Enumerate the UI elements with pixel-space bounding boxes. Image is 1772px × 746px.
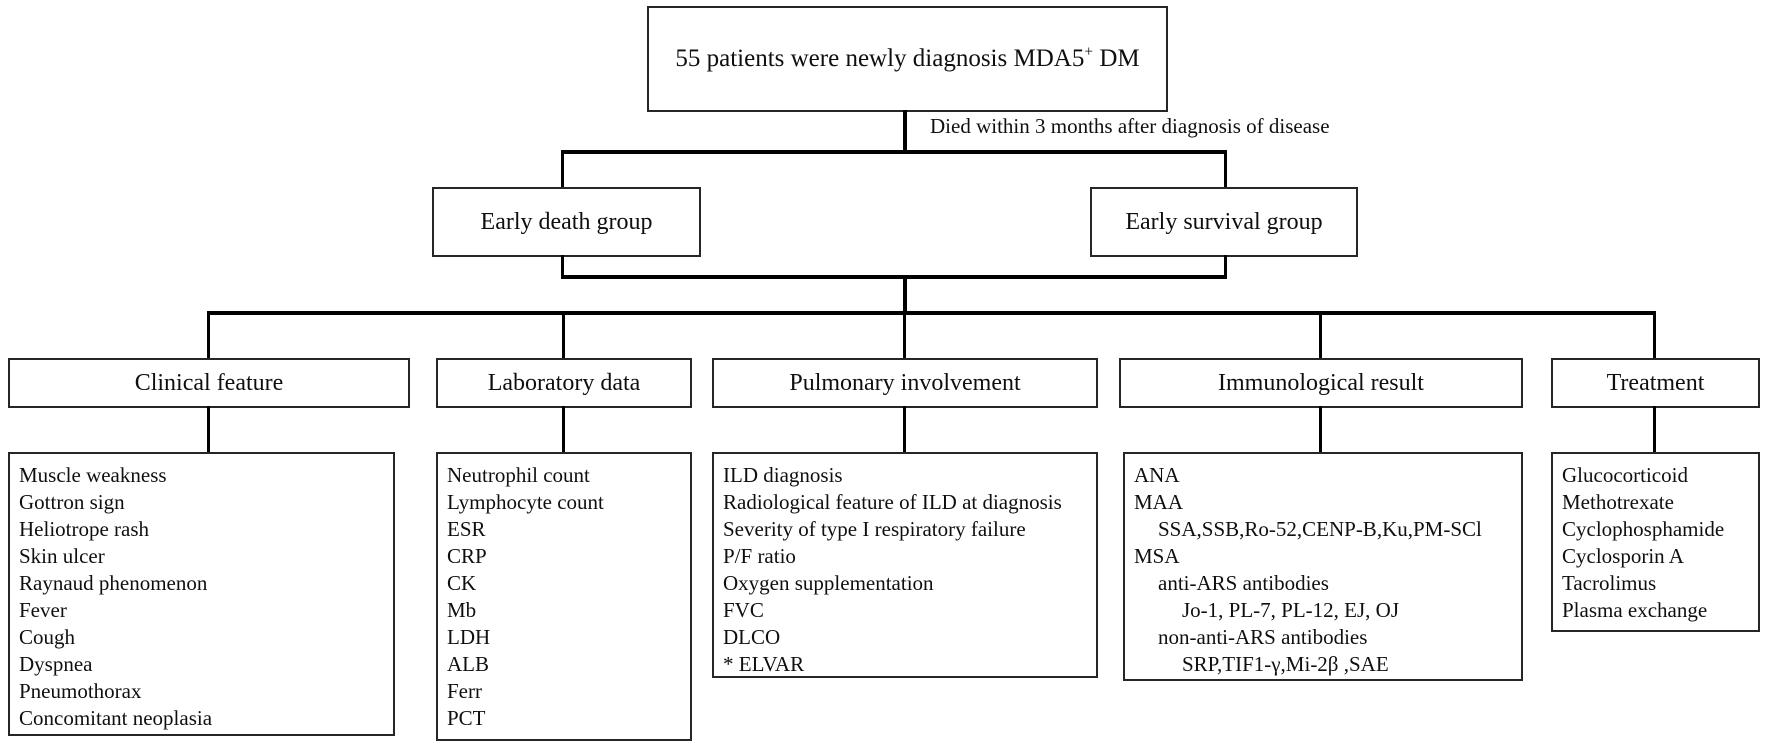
list-item: Lymphocyte count	[447, 490, 604, 514]
group-node-early-survival: Early survival group	[1090, 187, 1358, 257]
connector-center-stem	[903, 277, 907, 315]
connector-list-drop-immunological	[1319, 406, 1322, 454]
list-item: Skin ulcer	[19, 544, 105, 568]
connector-list-drop-laboratory	[562, 406, 565, 454]
list-item: Concomitant neoplasia	[19, 706, 213, 730]
list-item: non-anti-ARS antibodies	[1158, 625, 1368, 649]
list-item: ALB	[447, 652, 489, 676]
list-item: PCT	[447, 706, 486, 730]
list-item: MAA	[1134, 490, 1184, 514]
root-node: 55 patients were newly diagnosis MDA5+ D…	[647, 6, 1168, 112]
list-item: Plasma exchange	[1562, 598, 1708, 622]
category-node-pulmonary-involvement: Pulmonary involvement	[712, 358, 1098, 408]
list-item: Mb	[447, 598, 477, 622]
list-item: MSA	[1134, 544, 1180, 568]
category-node-treatment: Treatment	[1551, 358, 1760, 408]
list-item: Neutrophil count	[447, 463, 590, 487]
list-item: Cyclosporin A	[1562, 544, 1684, 568]
list-item: Tacrolimus	[1562, 571, 1657, 595]
list-item: LDH	[447, 625, 491, 649]
root-title: 55 patients were newly diagnosis MDA5+ D…	[675, 43, 1140, 72]
list-item: Raynaud phenomenon	[19, 571, 208, 595]
connector-category-drop-clinical	[207, 313, 210, 360]
connector-groups-bottom-bar	[561, 275, 1227, 279]
connector-root-stem	[903, 110, 907, 154]
category-label: Immunological result	[1218, 369, 1424, 396]
connector-early-death-drop	[561, 152, 564, 189]
connector-list-drop-clinical	[207, 406, 210, 454]
connector-category-drop-pulmonary	[903, 313, 906, 360]
category-node-laboratory-data: Laboratory data	[436, 358, 692, 408]
list-item: Muscle weakness	[19, 463, 167, 487]
list-item: Cough	[19, 625, 76, 649]
connector-category-drop-laboratory	[562, 313, 565, 360]
connector-list-drop-treatment	[1653, 406, 1656, 454]
list-item: Heliotrope rash	[19, 517, 150, 541]
list-item: ESR	[447, 517, 486, 541]
connector-early-survival-down	[1224, 255, 1227, 279]
list-item: Gottron sign	[19, 490, 125, 514]
connector-category-drop-treatment	[1653, 313, 1656, 360]
category-label: Clinical feature	[134, 369, 284, 396]
list-item: CRP	[447, 544, 487, 568]
list-item: ILD diagnosis	[723, 463, 843, 487]
list-item: Pneumothorax	[19, 679, 142, 703]
category-node-immunological-result: Immunological result	[1119, 358, 1523, 408]
connector-early-survival-drop	[1224, 152, 1227, 189]
list-item: Cyclophosphamide	[1562, 517, 1725, 541]
connector-list-drop-pulmonary	[903, 406, 906, 454]
superscript-plus: +	[1084, 43, 1094, 61]
category-node-clinical-feature: Clinical feature	[8, 358, 410, 408]
list-item: CK	[447, 571, 477, 595]
list-item: Radiological feature of ILD at diagnosis	[723, 490, 1062, 514]
list-item: Dyspnea	[19, 652, 93, 676]
list-item: Oxygen supplementation	[723, 571, 934, 595]
list-item: Methotrexate	[1562, 490, 1674, 514]
connector-category-drop-immunological	[1319, 313, 1322, 360]
list-item: SRP,TIF1-γ,Mi-2β ,SAE	[1182, 652, 1389, 676]
connector-early-death-down	[561, 255, 564, 279]
category-label: Laboratory data	[487, 369, 641, 396]
list-item: Jo-1, PL-7, PL-12, EJ, OJ	[1182, 598, 1400, 622]
category-label: Pulmonary involvement	[789, 369, 1021, 396]
group-node-early-death: Early death group	[432, 187, 701, 257]
group-label: Early death group	[480, 208, 653, 235]
list-item: Glucocorticoid	[1562, 463, 1688, 487]
connector-categories-bar	[207, 311, 1656, 315]
list-item: DLCO	[723, 625, 781, 649]
list-item: * ELVAR	[723, 652, 805, 676]
list-item: Severity of type I respiratory failure	[723, 517, 1026, 541]
category-label: Treatment	[1606, 369, 1705, 396]
group-label: Early survival group	[1125, 208, 1323, 235]
list-item: Fever	[19, 598, 67, 622]
list-item: SSA,SSB,Ro-52,CENP-B,Ku,PM-SCl	[1158, 517, 1482, 541]
branch-condition-label: Died within 3 months after diagnosis of …	[930, 114, 1330, 138]
list-item: ANA	[1134, 463, 1180, 487]
list-item: anti-ARS antibodies	[1158, 571, 1329, 595]
connector-groups-top-bar	[561, 150, 1227, 154]
list-item: FVC	[723, 598, 764, 622]
list-item: Ferr	[447, 679, 482, 703]
list-item: P/F ratio	[723, 544, 796, 568]
